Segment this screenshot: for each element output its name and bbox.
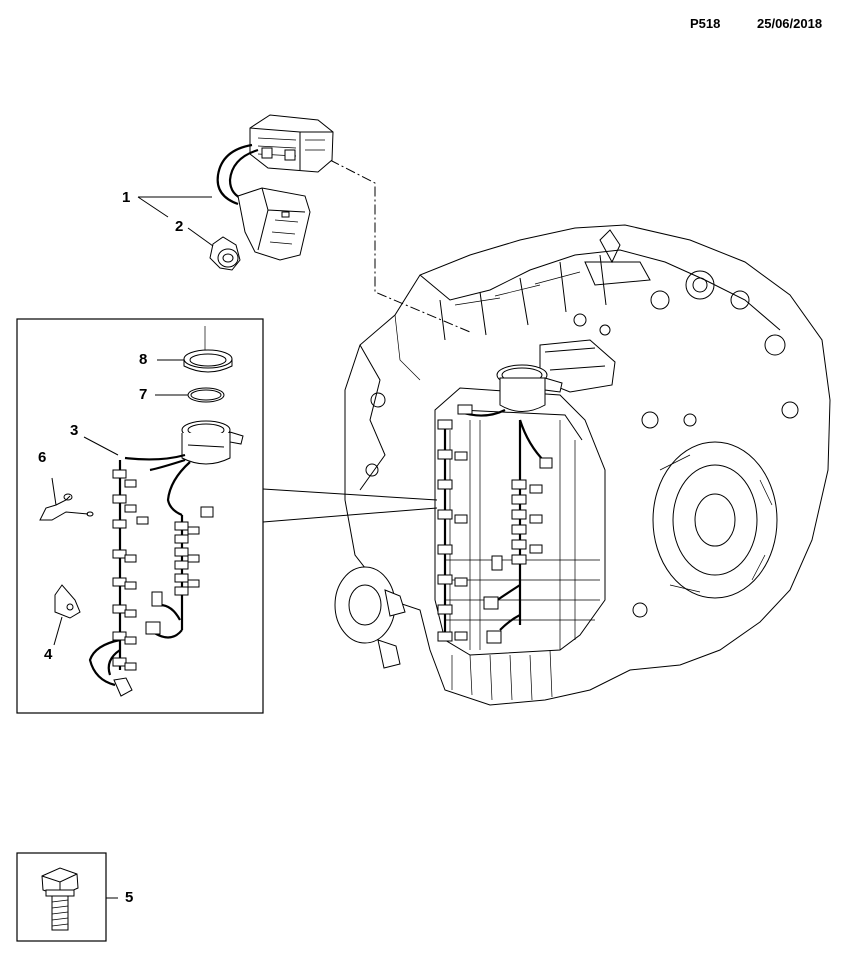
diagram-code: P518 — [690, 16, 721, 31]
callout-8: 8 — [139, 351, 148, 368]
callout-5: 5 — [125, 889, 134, 906]
part-4-bracket — [54, 584, 81, 619]
callout-4: 4 — [44, 646, 53, 663]
part-5-bolt — [41, 867, 79, 931]
part-1-harness-connector — [216, 114, 334, 261]
callout-6: 6 — [38, 449, 47, 466]
part-7-o-ring — [187, 387, 225, 403]
part-2-clip — [209, 236, 241, 271]
leader-3 — [83, 436, 119, 456]
part-3-wiring-harness — [88, 420, 244, 697]
leader-2 — [187, 227, 214, 247]
inset-leader-top — [262, 488, 438, 501]
installed-harness-connectors — [437, 404, 553, 644]
part-6-wire-clip — [39, 477, 94, 521]
part-5-box — [16, 852, 107, 942]
leader-4 — [53, 616, 63, 646]
leader-1 — [137, 196, 212, 218]
transmission-housing — [334, 224, 831, 706]
inset-leader-bottom — [262, 507, 438, 523]
callout-1: 1 — [122, 189, 131, 206]
part-8-seal-ring — [183, 326, 233, 373]
diagram-date: 25/06/2018 — [757, 16, 823, 31]
inset-detail-box — [16, 318, 264, 714]
callout-2: 2 — [175, 218, 184, 235]
part1-leader-dashdot — [329, 159, 471, 333]
callout-3: 3 — [70, 422, 79, 439]
callout-7: 7 — [139, 386, 148, 403]
